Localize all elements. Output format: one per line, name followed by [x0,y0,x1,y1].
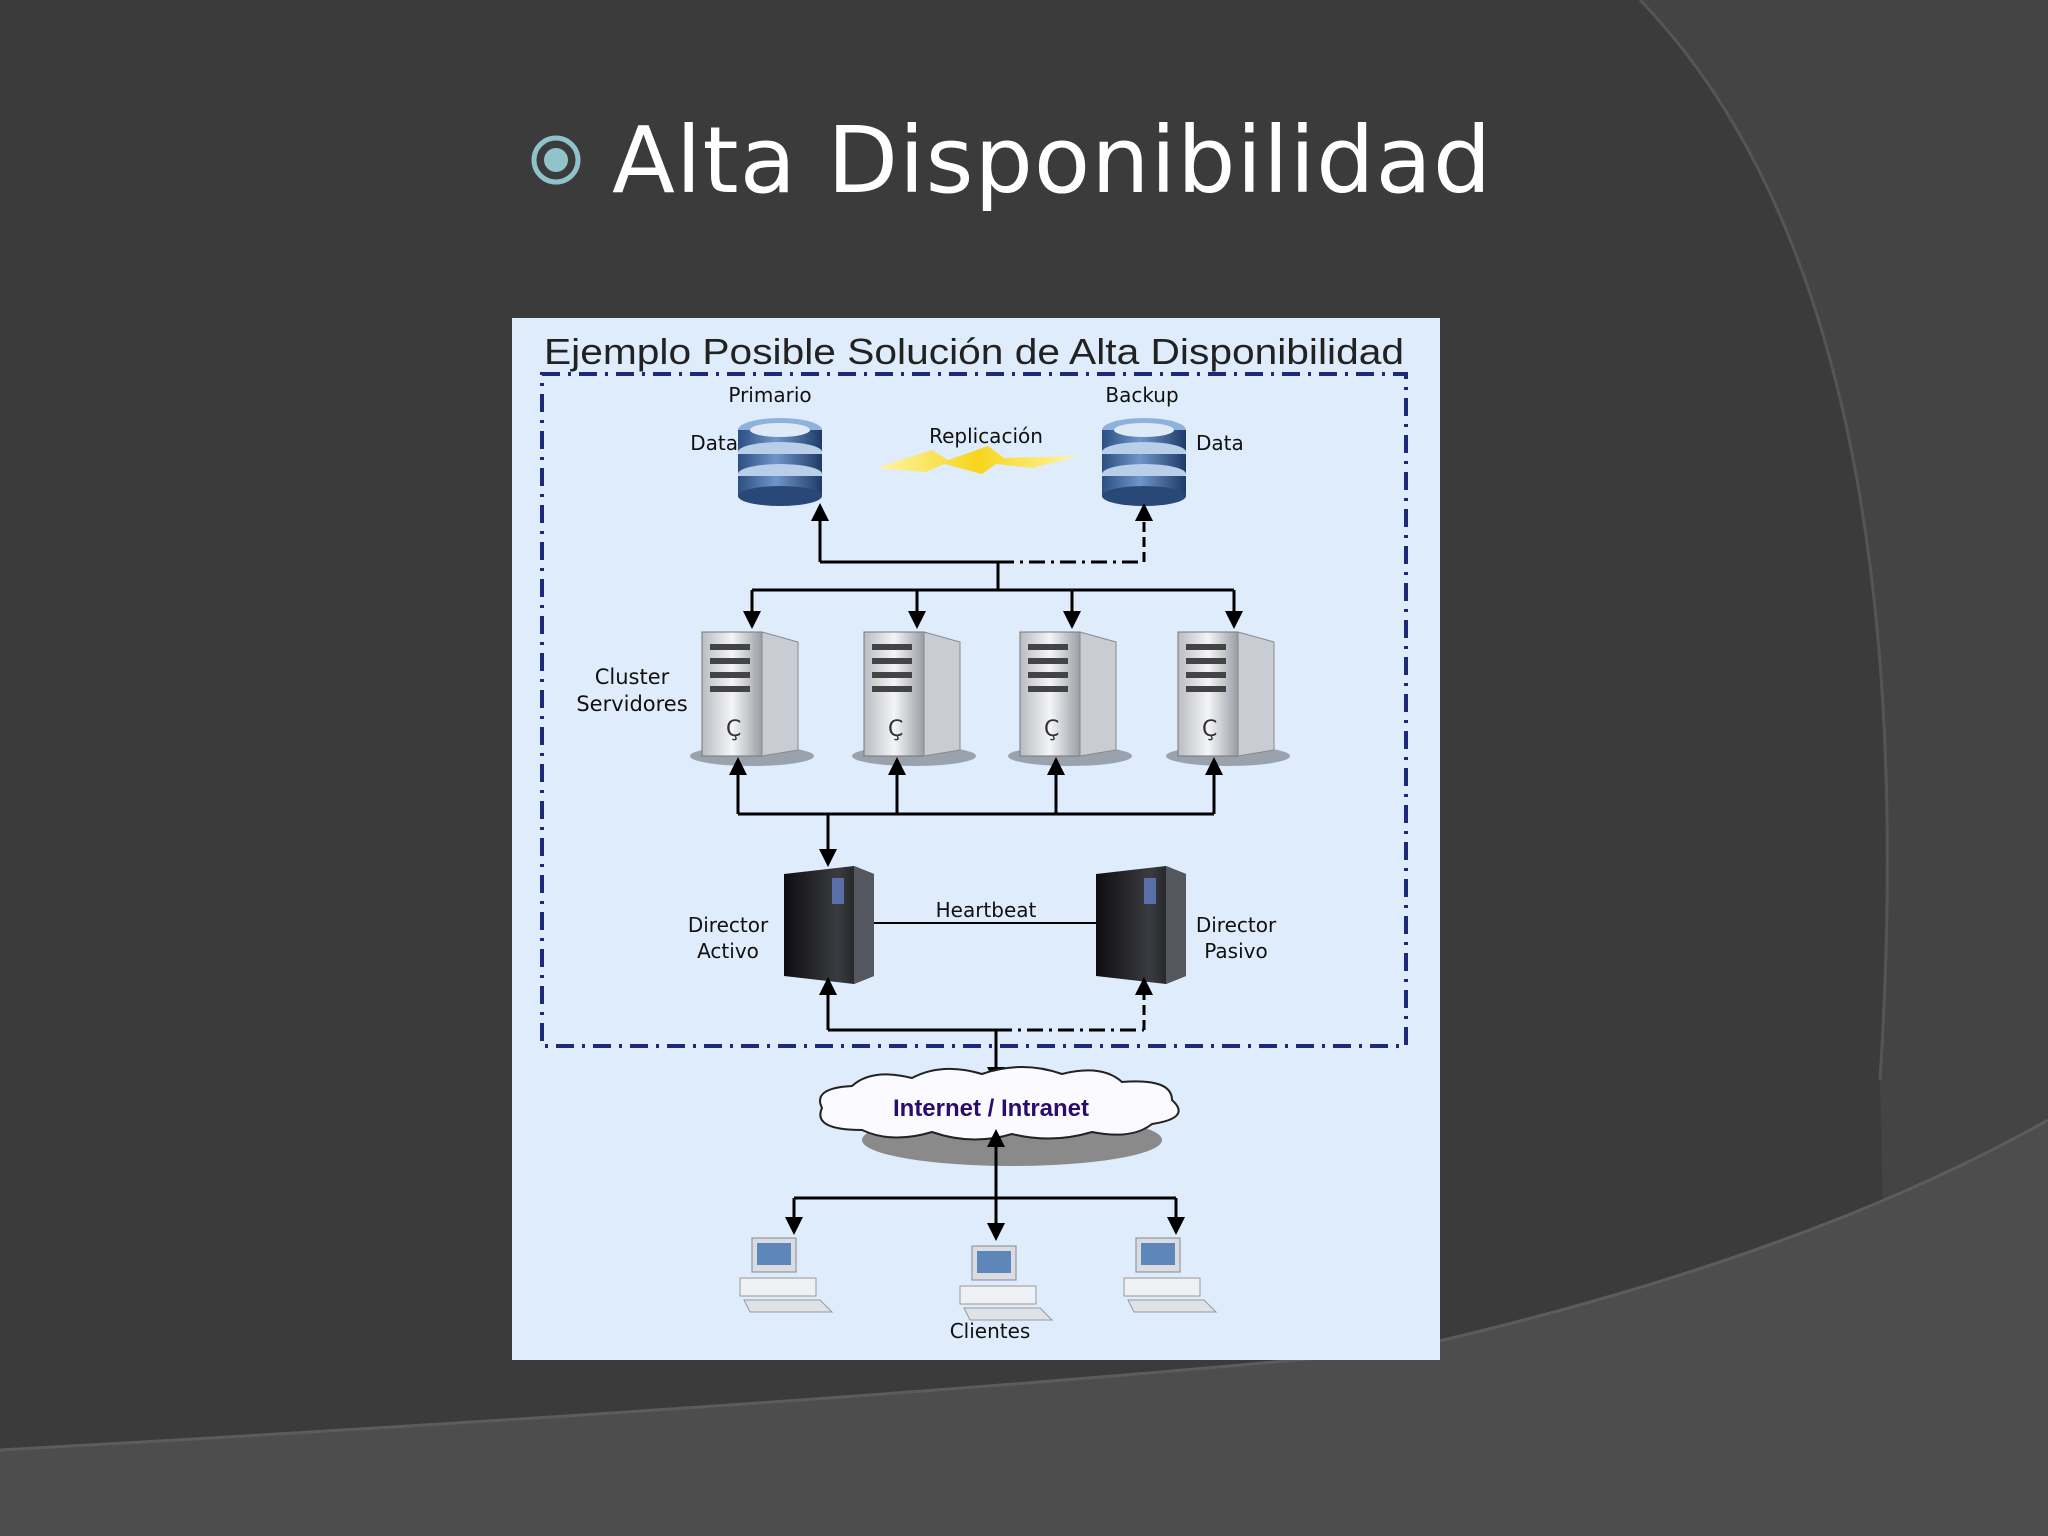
backup-database-icon [1102,418,1186,506]
clients-label: Clientes [950,1319,1031,1343]
diagram-title: Ejemplo Posible Solución de Alta Disponi… [544,331,1404,372]
cluster-label-line2: Servidores [576,692,687,716]
slide-title: Alta Disponibilidad [530,100,1492,220]
cluster-server-icon: Ç [1166,631,1290,766]
passive-director-label-line1: Director [1196,913,1277,937]
primary-data-label: Data [690,431,738,455]
svg-text:Ç: Ç [1202,717,1217,742]
replication-bolt-icon [876,446,1080,474]
active-director-icon [784,866,874,984]
diagram-panel: Ejemplo Posible Solución de Alta Disponi… [512,318,1440,1360]
passive-director-icon [1096,866,1186,984]
primary-database-icon [738,418,822,506]
slide-title-text: Alta Disponibilidad [612,106,1493,214]
svg-text:Ç: Ç [888,717,903,742]
active-director-label-line1: Director [688,913,769,937]
network-label: Internet / Intranet [893,1095,1089,1122]
internet-cloud-icon [819,1066,1180,1166]
heartbeat-label: Heartbeat [936,898,1037,922]
active-director-label-line2: Activo [697,939,759,963]
cluster-server-icon: Ç [852,631,976,766]
cluster-boundary [540,372,1408,1048]
primary-db-label: Primario [728,383,811,407]
client-computer-icon [959,1245,1054,1321]
svg-text:Ç: Ç [1044,717,1059,742]
backup-db-label: Backup [1105,383,1178,407]
cluster-label-line1: Cluster [595,665,670,689]
client-computer-icon [739,1237,834,1313]
replication-label: Replicación [929,424,1043,448]
target-bullet-icon [531,135,581,185]
backup-data-label: Data [1196,431,1244,455]
architecture-diagram: Ejemplo Posible Solución de Alta Disponi… [540,331,1408,1343]
cluster-server-icon: Ç [1008,631,1132,766]
cluster-server-icon: Ç [690,631,814,766]
passive-director-label-line2: Pasivo [1204,939,1267,963]
client-computer-icon [1123,1237,1218,1313]
svg-text:Ç: Ç [726,717,741,742]
